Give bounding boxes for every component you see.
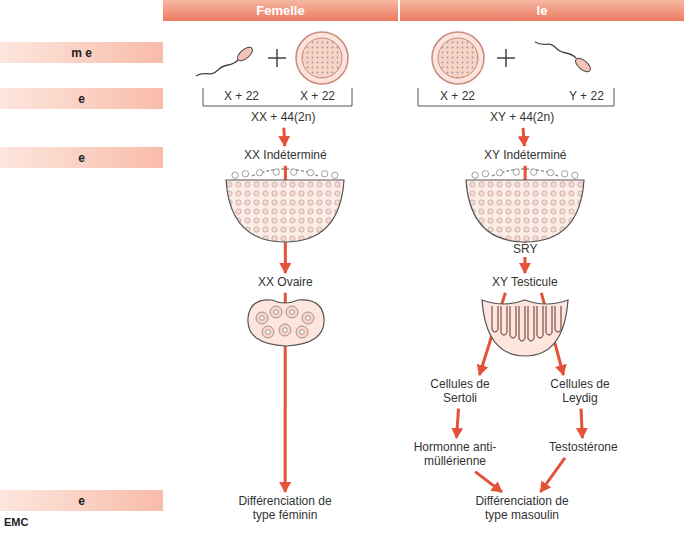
bracket xyxy=(203,88,352,106)
egg-cell xyxy=(296,32,348,84)
node-text: Différenciation de type masoulin xyxy=(466,495,578,523)
node-text: Cellules de Leydig xyxy=(541,378,619,406)
indeterminate-gonad xyxy=(226,169,344,242)
flow-step: Différenciation de type masoulin xyxy=(463,494,581,524)
flow-step: XX Indéterminé xyxy=(241,148,330,164)
node-text: Testostérone xyxy=(549,441,618,455)
flow-step: Différenciation de type féminin xyxy=(226,494,344,524)
chromosome-formula: X + 22 xyxy=(440,90,475,104)
row-band: e xyxy=(0,88,163,109)
node-text: XY Indéterminé xyxy=(484,149,567,163)
node-text: e xyxy=(78,151,85,165)
flow-arrow xyxy=(540,458,565,492)
node-text: Cellules de Sertoli xyxy=(421,378,499,406)
sperm-cell xyxy=(535,42,593,74)
flow-step: XY Testicule xyxy=(489,275,561,291)
chromosome-formula: X + 22 xyxy=(224,90,259,104)
flow-arrow xyxy=(581,409,582,438)
node-text: XY + 44(2n) xyxy=(490,111,554,125)
indeterminate-gonad xyxy=(466,169,584,242)
flow-arrow xyxy=(475,472,502,492)
sperm-cell xyxy=(196,45,255,76)
ovary-drawing xyxy=(248,300,324,346)
flow-step: Testostérone xyxy=(546,440,621,456)
node-text: le xyxy=(537,3,548,18)
column-header: le xyxy=(400,0,684,21)
flow-step: Cellules de Leydig xyxy=(538,377,622,407)
node-text: XX + 44(2n) xyxy=(251,111,315,125)
flow-step: Hormonne anti-müllérienne xyxy=(405,440,505,470)
flow-step: XY Indéterminé xyxy=(481,148,570,164)
flow-step: XY + 44(2n) xyxy=(487,110,557,126)
plus-sign xyxy=(268,49,286,67)
flow-step: XX + 44(2n) xyxy=(248,110,318,126)
node-text: XX Ovaire xyxy=(258,276,313,290)
flow-arrow xyxy=(457,409,459,438)
row-band: e xyxy=(0,490,163,511)
node-text: m e xyxy=(71,46,92,60)
gene-label: SRY xyxy=(511,243,539,257)
plus-sign xyxy=(497,49,515,67)
node-text: Hormonne anti-müllérienne xyxy=(408,441,502,469)
node-text: XX Indéterminé xyxy=(244,149,327,163)
flow-arrow xyxy=(523,128,524,146)
testis-drawing xyxy=(482,300,568,356)
node-text: e xyxy=(78,494,85,508)
node-text: e xyxy=(78,92,85,106)
node-text: XY Testicule xyxy=(492,276,558,290)
chromosome-formula: X + 22 xyxy=(300,90,335,104)
publisher-logo: EMC xyxy=(4,516,28,529)
chromosome-formula: Y + 22 xyxy=(569,90,604,104)
flow-step: XX Ovaire xyxy=(255,275,316,291)
row-band: e xyxy=(0,147,163,168)
bracket xyxy=(418,88,614,106)
node-text: Différenciation de type féminin xyxy=(229,495,341,523)
column-header: Femelle xyxy=(163,0,398,21)
node-text: Femelle xyxy=(256,3,304,18)
row-band: m e xyxy=(0,42,163,63)
flow-step: Cellules de Sertoli xyxy=(418,377,502,407)
egg-cell xyxy=(432,32,484,84)
flow-arrow xyxy=(282,128,286,146)
